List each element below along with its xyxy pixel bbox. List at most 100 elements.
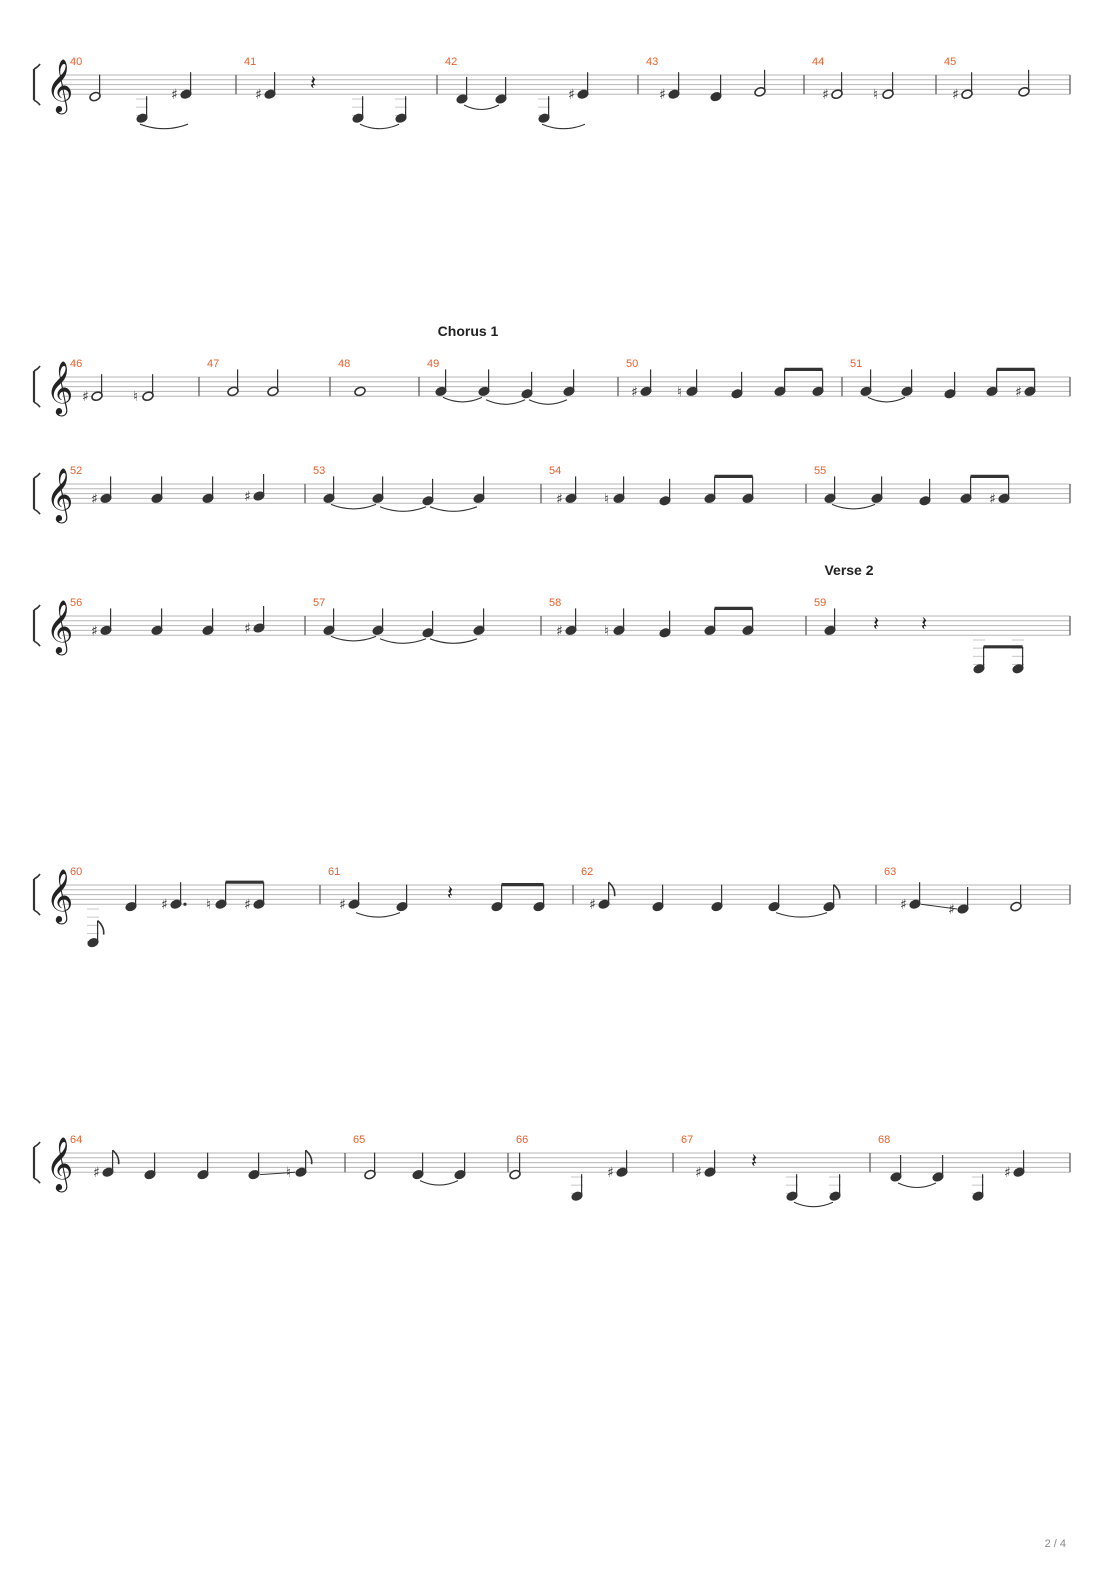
quarter-rest-icon: 𝄽 bbox=[873, 611, 879, 635]
tie bbox=[330, 635, 377, 642]
measure-number: 40 bbox=[70, 56, 82, 68]
measure-number: 65 bbox=[353, 1134, 365, 1146]
measure-number: 56 bbox=[70, 597, 82, 609]
sharp-icon: ♯ bbox=[695, 1165, 702, 1181]
eighth-flag bbox=[97, 919, 105, 935]
tie bbox=[528, 399, 568, 405]
tie bbox=[485, 399, 526, 405]
treble-clef-icon: 𝄞 bbox=[46, 1136, 73, 1192]
measure-number: 64 bbox=[70, 1134, 82, 1146]
measure-number: 58 bbox=[549, 597, 561, 609]
measure-number: 63 bbox=[884, 866, 896, 878]
sharp-icon: ♯ bbox=[244, 489, 251, 505]
eighth-flag bbox=[305, 1149, 313, 1165]
sharp-icon: ♯ bbox=[900, 897, 907, 913]
eighth-flag bbox=[112, 1149, 120, 1165]
measure-number: 52 bbox=[70, 465, 82, 477]
bracket-cap bbox=[33, 365, 41, 372]
natural-icon: ♮ bbox=[133, 389, 138, 405]
sharp-icon: ♯ bbox=[1015, 384, 1022, 400]
measure-number: 46 bbox=[70, 358, 82, 370]
bracket-cap bbox=[33, 472, 41, 479]
tie bbox=[442, 396, 483, 403]
measure-number: 68 bbox=[878, 1134, 890, 1146]
bracket-cap bbox=[33, 1141, 41, 1148]
page-indicator: 2 / 4 bbox=[1044, 1538, 1066, 1550]
measure-number: 49 bbox=[427, 358, 439, 370]
measure-number: 66 bbox=[516, 1134, 528, 1146]
sharp-icon: ♯ bbox=[161, 897, 168, 913]
tie bbox=[429, 506, 478, 512]
eighth-flag bbox=[608, 881, 616, 897]
quarter-rest-icon: 𝄽 bbox=[310, 70, 316, 94]
sharp-icon: ♯ bbox=[659, 87, 666, 103]
measure-number: 67 bbox=[681, 1134, 693, 1146]
tie bbox=[867, 396, 906, 403]
bracket-cap bbox=[33, 63, 41, 70]
measure-number: 61 bbox=[328, 866, 340, 878]
bracket-cap bbox=[33, 508, 41, 515]
natural-icon: ♮ bbox=[873, 87, 878, 103]
tie bbox=[330, 503, 377, 510]
sharp-icon: ♯ bbox=[556, 491, 563, 507]
measure-number: 43 bbox=[646, 56, 658, 68]
tie bbox=[379, 506, 427, 512]
section-label-verse-2: Verse 2 bbox=[824, 562, 873, 578]
natural-icon: ♮ bbox=[604, 623, 609, 639]
treble-clef-icon: 𝄞 bbox=[46, 58, 73, 114]
tie bbox=[541, 123, 586, 130]
bracket-cap bbox=[33, 909, 41, 916]
quarter-rest-icon: 𝄽 bbox=[751, 1148, 757, 1172]
tie bbox=[429, 638, 478, 644]
sharp-icon: ♯ bbox=[93, 1165, 100, 1181]
bracket-cap bbox=[33, 1177, 41, 1184]
tie bbox=[139, 123, 189, 130]
whole-note bbox=[354, 386, 366, 397]
treble-clef-icon: 𝄞 bbox=[46, 467, 73, 523]
natural-icon: ♮ bbox=[604, 491, 609, 507]
sharp-icon: ♯ bbox=[91, 623, 98, 639]
measure-number: 60 bbox=[70, 866, 82, 878]
natural-icon: ♮ bbox=[677, 384, 682, 400]
measure-number: 54 bbox=[549, 465, 561, 477]
sharp-icon: ♯ bbox=[952, 87, 959, 103]
tie bbox=[419, 1180, 459, 1186]
sharp-icon: ♯ bbox=[607, 1165, 614, 1181]
measure-number: 50 bbox=[626, 358, 638, 370]
measure-number: 53 bbox=[313, 465, 325, 477]
tie bbox=[463, 104, 500, 111]
sharp-icon: ♯ bbox=[989, 491, 996, 507]
measure-number: 55 bbox=[814, 465, 826, 477]
bracket-cap bbox=[33, 99, 41, 106]
sharp-icon: ♯ bbox=[255, 87, 262, 103]
sharp-icon: ♯ bbox=[339, 897, 346, 913]
tie bbox=[897, 1182, 937, 1189]
dot bbox=[183, 902, 187, 906]
sharp-icon: ♯ bbox=[568, 87, 575, 103]
sharp-icon: ♯ bbox=[556, 623, 563, 639]
measure-number: 57 bbox=[313, 597, 325, 609]
measure-number: 51 bbox=[850, 358, 862, 370]
tie bbox=[379, 638, 427, 644]
tie bbox=[359, 123, 400, 130]
quarter-rest-icon: 𝄽 bbox=[447, 880, 453, 904]
measure-number: 45 bbox=[944, 56, 956, 68]
measure-number: 42 bbox=[445, 56, 457, 68]
slide-line bbox=[259, 1171, 296, 1176]
tie bbox=[793, 1201, 834, 1208]
quarter-rest-icon: 𝄽 bbox=[921, 611, 927, 635]
measure-number: 48 bbox=[338, 358, 350, 370]
sharp-icon: ♯ bbox=[244, 897, 251, 913]
treble-clef-icon: 𝄞 bbox=[46, 360, 73, 416]
measure-number: 41 bbox=[244, 56, 256, 68]
sharp-icon: ♯ bbox=[589, 897, 596, 913]
staff-system: 𝄞40♯41♯𝄽42♯43♯44♯♮45♯ bbox=[32, 56, 1071, 130]
natural-icon: ♮ bbox=[286, 1165, 291, 1181]
bracket-cap bbox=[33, 873, 41, 880]
measure-number: 47 bbox=[207, 358, 219, 370]
sharp-icon: ♯ bbox=[244, 621, 251, 637]
bracket-cap bbox=[33, 401, 41, 408]
